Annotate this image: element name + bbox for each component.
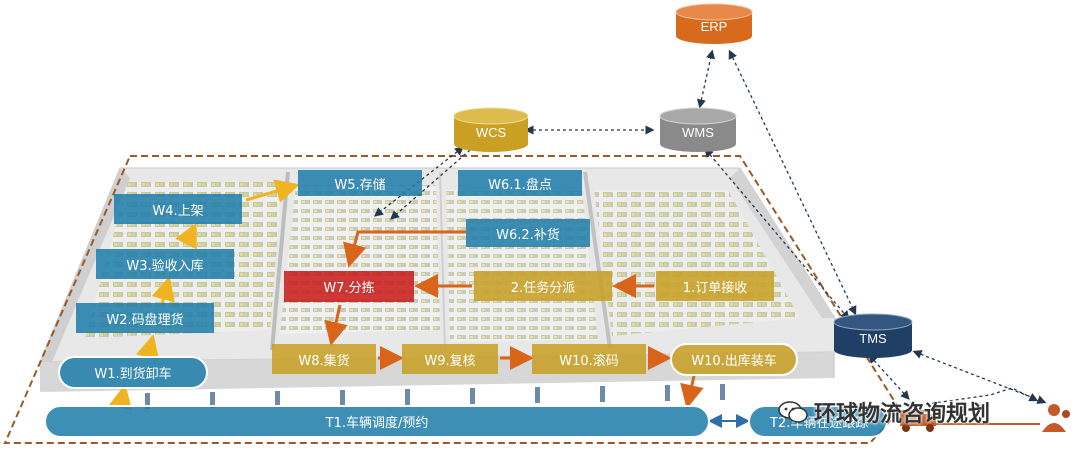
customer-icon xyxy=(1042,404,1070,432)
step-t2-tracking: T2.车辆在途跟踪 xyxy=(748,405,888,438)
rack-area-middle xyxy=(446,190,598,342)
tms-database xyxy=(833,313,913,358)
tms-label: TMS xyxy=(859,331,887,346)
step-w5-storage: W5.存储 xyxy=(298,170,422,196)
step-t1-dispatch: T1.车辆调度/预约 xyxy=(44,405,710,438)
wcs-label: WCS xyxy=(475,125,507,140)
wms-label: WMS xyxy=(682,125,714,140)
watermark-text: 环球物流咨询规划 xyxy=(814,402,991,427)
step-w9-recheck: W9.复核 xyxy=(402,344,498,374)
wms-database xyxy=(659,107,737,152)
step-w61-inventory: W6.1.盘点 xyxy=(458,170,582,196)
step-w7-picking: W7.分拣 xyxy=(284,271,414,302)
step-w8-consolidate: W8.集货 xyxy=(272,344,376,374)
watermark: 环球物流咨询规划 xyxy=(778,396,990,428)
erp-database xyxy=(675,3,753,44)
facility-boundary xyxy=(3,155,902,444)
step-w62-replenish: W6.2.补货 xyxy=(466,219,590,247)
step-w10-roll: W10.滚码 xyxy=(532,344,646,374)
step-w2-palletizing: W2.码盘理货 xyxy=(76,303,214,333)
step-w1-unloading: W1.到货卸车 xyxy=(58,356,208,389)
step-w4-putaway: W4.上架 xyxy=(114,194,242,224)
step-w10-loading: W10.出库装车 xyxy=(670,343,798,376)
truck-icon xyxy=(900,410,936,432)
wcs-database xyxy=(453,107,529,152)
rack-area-storage xyxy=(280,185,440,334)
erp-label: ERP xyxy=(700,19,728,34)
warehouse-left-wall xyxy=(40,168,130,362)
wechat-icon xyxy=(778,401,808,423)
step-task-dispatch: 2.任务分派 xyxy=(474,271,612,301)
step-w3-receiving: W3.验收入库 xyxy=(96,249,234,279)
dock-doors xyxy=(145,384,725,409)
step-order-receipt: 1.订单接收 xyxy=(656,271,774,301)
